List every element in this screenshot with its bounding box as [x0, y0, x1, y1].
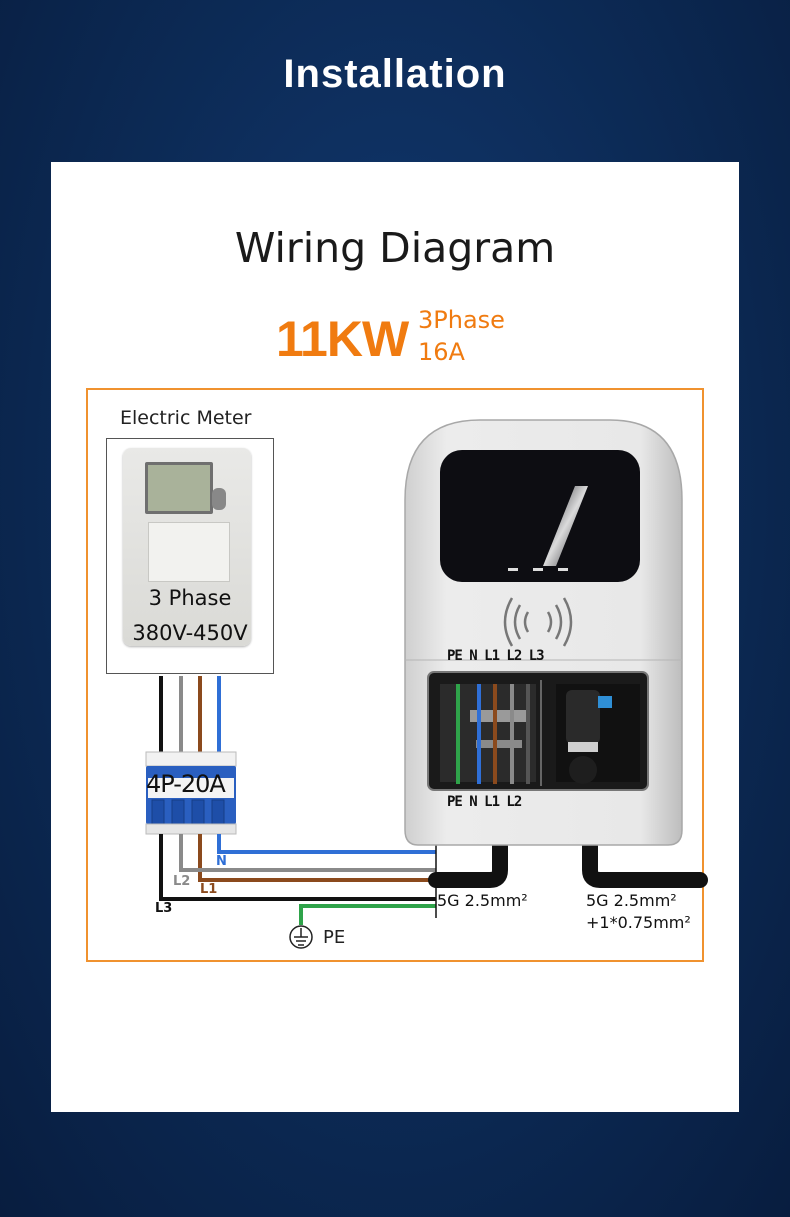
breaker-label: 4P-20A [146, 770, 226, 798]
wire-pe [299, 904, 436, 925]
input-cable-label: 5G 2.5mm² [437, 891, 528, 910]
breaker-wires [159, 834, 436, 925]
power-phase: 3Phase [418, 306, 505, 334]
meter-voltage: 380V-450V [132, 621, 248, 645]
diagram-title: Wiring Diagram [234, 224, 556, 272]
charger-cables [428, 830, 708, 888]
power-current: 16A [418, 338, 465, 366]
wire-label-l2: L2 [173, 874, 191, 889]
meter-label: Electric Meter [120, 407, 252, 429]
wire-l1 [198, 834, 436, 882]
meter-wires [159, 676, 221, 752]
diagram-frame [86, 388, 704, 962]
power-rating: 11KW [276, 311, 409, 367]
breaker-4p [145, 751, 237, 835]
rfid-icon [503, 597, 573, 647]
wire-label-l1: L1 [200, 882, 218, 897]
meter-nameplate [148, 522, 230, 582]
wire-label-l3: L3 [155, 901, 173, 916]
ground-icon [289, 925, 313, 949]
terminal-labels-top: PE N L1 L2 L3 [447, 648, 545, 664]
meter-screen [145, 462, 213, 514]
wire-label-n: N [216, 854, 227, 869]
output-cable-label-1: 5G 2.5mm² [586, 891, 677, 910]
ev-charger [404, 419, 683, 846]
terminal-labels-bottom: PE N L1 L2 [447, 794, 522, 810]
wire-l2 [179, 834, 436, 872]
wire-l3 [159, 834, 436, 901]
pe-ground-label: PE [323, 927, 346, 948]
meter-phase: 3 Phase [148, 586, 232, 610]
output-cable-label-2: +1*0.75mm² [586, 913, 691, 932]
page-title: Installation [283, 52, 507, 96]
meter-button [212, 488, 226, 510]
wire-n [217, 834, 436, 854]
